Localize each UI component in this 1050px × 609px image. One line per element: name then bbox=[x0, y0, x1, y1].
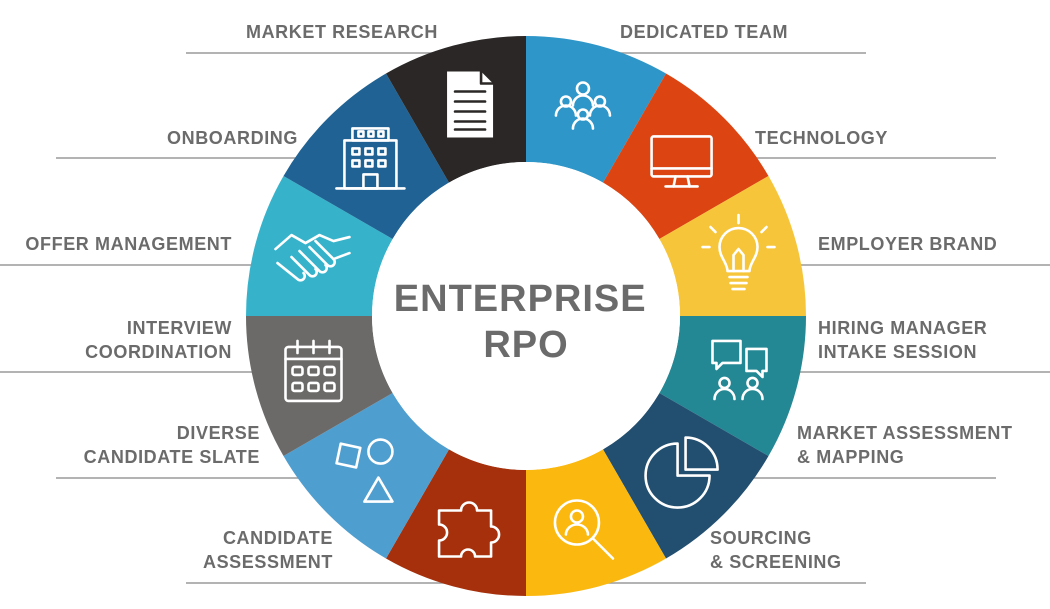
segment-label-4: HIRING MANAGER INTAKE SESSION bbox=[818, 318, 987, 362]
segment-label-5: MARKET ASSESSMENT & MAPPING bbox=[797, 423, 1013, 467]
segment-label-line: CANDIDATE SLATE bbox=[84, 447, 260, 467]
document-icon bbox=[447, 70, 495, 138]
segment-7 bbox=[386, 449, 526, 596]
pie-chart-icon bbox=[644, 436, 719, 509]
search-person-icon bbox=[553, 499, 615, 560]
segment-3 bbox=[659, 176, 806, 316]
segment-11 bbox=[283, 73, 449, 240]
segment-8 bbox=[283, 393, 449, 559]
segment-label-line: DEDICATED TEAM bbox=[620, 22, 788, 42]
segment-label-12: MARKET RESEARCH bbox=[246, 22, 438, 42]
segment-label-10: OFFER MANAGEMENT bbox=[25, 234, 232, 254]
lightbulb-icon bbox=[701, 213, 776, 291]
building-icon bbox=[335, 127, 406, 190]
monitor-icon bbox=[650, 135, 713, 188]
segment-label-line: ASSESSMENT bbox=[203, 552, 333, 572]
segment-label-line: TECHNOLOGY bbox=[755, 128, 888, 148]
segment-label-line: COORDINATION bbox=[85, 342, 232, 362]
team-icon bbox=[554, 81, 612, 130]
discussion-icon bbox=[711, 339, 768, 401]
segment-label-line: OFFER MANAGEMENT bbox=[25, 234, 232, 254]
segment-label-line: INTAKE SESSION bbox=[818, 342, 977, 362]
segment-label-line: EMPLOYER BRAND bbox=[818, 234, 997, 254]
segment-label-7: CANDIDATE ASSESSMENT bbox=[203, 528, 333, 572]
center-title: ENTERPRISE RPO bbox=[394, 278, 658, 366]
puzzle-icon bbox=[437, 501, 501, 558]
segment-icons bbox=[274, 70, 776, 560]
center-title-line-2: RPO bbox=[483, 324, 568, 366]
segment-labels: DEDICATED TEAM TECHNOLOGY EMPLOYER BRAND HI… bbox=[25, 22, 1012, 572]
segment-4 bbox=[659, 316, 806, 456]
handshake-icon bbox=[274, 233, 351, 282]
segment-label-line: MARKET ASSESSMENT bbox=[797, 423, 1013, 443]
segment-1 bbox=[526, 36, 666, 183]
segment-label-1: DEDICATED TEAM bbox=[620, 22, 788, 42]
segment-label-11: ONBOARDING bbox=[167, 128, 298, 148]
segment-label-2: TECHNOLOGY bbox=[755, 128, 888, 148]
segment-label-line: SOURCING bbox=[710, 528, 812, 548]
calendar-icon bbox=[284, 339, 343, 403]
segment-label-line: MARKET RESEARCH bbox=[246, 22, 438, 42]
segment-label-line: DIVERSE bbox=[177, 423, 260, 443]
segment-2 bbox=[603, 73, 769, 240]
shapes-icon bbox=[335, 438, 394, 503]
segment-label-line: CANDIDATE bbox=[223, 528, 333, 548]
segment-label-line: & MAPPING bbox=[797, 447, 904, 467]
segment-label-9: INTERVIEW COORDINATION bbox=[85, 318, 232, 362]
segment-label-8: DIVERSE CANDIDATE SLATE bbox=[84, 423, 260, 467]
segment-label-line: & SCREENING bbox=[710, 552, 842, 572]
center-circle bbox=[372, 162, 680, 470]
segment-label-3: EMPLOYER BRAND bbox=[818, 234, 997, 254]
segment-label-6: SOURCING & SCREENING bbox=[710, 528, 842, 572]
center-title-line-1: ENTERPRISE bbox=[394, 278, 647, 320]
segment-label-line: INTERVIEW bbox=[127, 318, 232, 338]
segment-label-line: HIRING MANAGER bbox=[818, 318, 987, 338]
segment-6 bbox=[526, 449, 666, 596]
segment-label-line: ONBOARDING bbox=[167, 128, 298, 148]
